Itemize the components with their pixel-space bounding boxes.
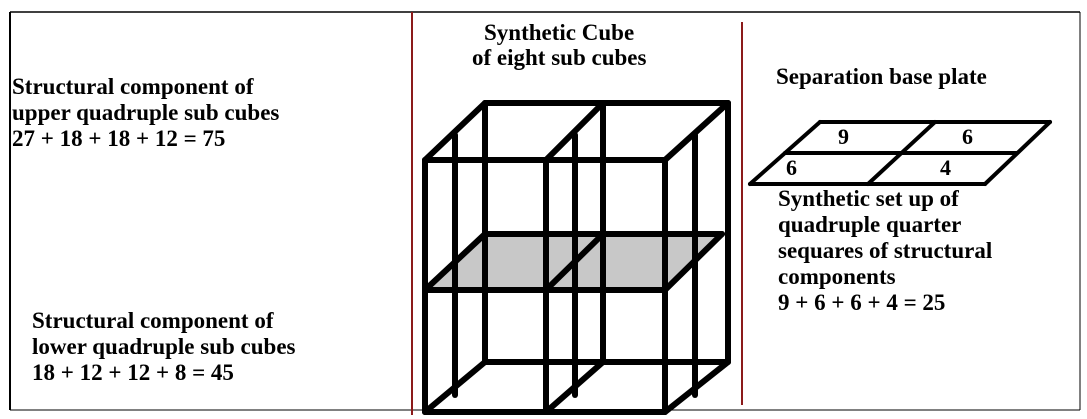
cube-title-line-1: Synthetic Cube [484,20,635,45]
lower-line-2: lower quadruple sub cubes [32,334,296,359]
lower-line-1: Structural component of [32,308,274,333]
cube-title-line-2: of eight sub cubes [472,45,647,70]
plate-value-4: 4 [940,155,951,180]
upper-equation: 27 + 18 + 18 + 12 = 75 [12,126,226,151]
upper-component-text: Structural component of upper quadruple … [12,74,279,152]
setup-line-3: sequares of structural [778,238,993,263]
plate-title: Separation base plate [776,64,987,89]
upper-line-1: Structural component of [12,74,254,99]
setup-text: Synthetic set up of quadruple quarter se… [778,186,992,316]
setup-line-1: Synthetic set up of [778,186,959,211]
setup-line-4: components [778,264,896,289]
plate-value-6-right: 6 [962,124,973,149]
plate-value-6-left: 6 [786,155,797,180]
separation-base-plate [748,120,1052,186]
lower-component-text: Structural component of lower quadruple … [32,308,296,386]
setup-line-2: quadruple quarter [778,212,962,237]
synthetic-cube-wireframe [422,100,731,415]
cube-title: Synthetic Cube of eight sub cubes [472,20,646,70]
setup-equation: 9 + 6 + 6 + 4 = 25 [778,290,946,315]
lower-equation: 18 + 12 + 12 + 8 = 45 [32,360,234,385]
plate-value-9: 9 [838,124,849,149]
upper-line-2: upper quadruple sub cubes [12,100,280,125]
